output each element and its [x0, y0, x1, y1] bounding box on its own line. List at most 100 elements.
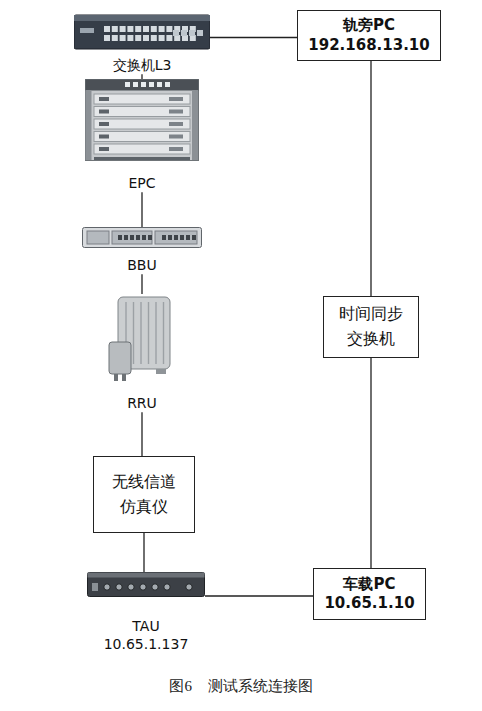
bbu-port: [130, 235, 134, 240]
device-picture: [87, 572, 205, 597]
tau-body: [88, 573, 205, 597]
switch-port: [112, 35, 118, 41]
slot-card: [94, 107, 190, 117]
connector-line: [141, 274, 142, 294]
switch-port: [135, 26, 141, 32]
node-label: 车载PC: [343, 575, 395, 595]
epc-device: EPC: [85, 79, 199, 192]
card-handle: [99, 97, 109, 101]
node-label: 交换机L3: [113, 56, 172, 74]
bbu-port: [192, 235, 196, 240]
switch-port: [143, 26, 149, 32]
switch-port: [112, 26, 118, 32]
switch-port: [159, 26, 165, 32]
rru-fin: [148, 302, 149, 364]
bbu-body: [83, 228, 202, 248]
tau-connector: [152, 584, 158, 590]
slot-card: [94, 119, 190, 129]
connector-line: [143, 533, 144, 572]
ip-address: 10.65.1.137: [104, 635, 189, 653]
rru-foot: [156, 369, 166, 374]
sync-switch-box: 时间同步 交换机: [323, 296, 419, 358]
rru-fin: [155, 302, 156, 364]
device-picture: [104, 294, 180, 382]
switch-body: [74, 15, 210, 49]
connector-line: [370, 358, 371, 568]
chassis-port: [141, 82, 146, 87]
switch-device: 交换机L3: [74, 14, 210, 74]
switch-port: [135, 35, 141, 41]
bbu-port: [186, 235, 190, 240]
slot-card: [94, 144, 190, 154]
bbu-port: [162, 235, 166, 240]
switch-port: [151, 35, 157, 41]
card-handle: [99, 110, 109, 114]
chassis-port: [157, 82, 162, 87]
pc-box: 车载PC10.65.1.10: [313, 568, 426, 620]
bbu-device: BBU: [82, 227, 202, 274]
switch-port: [120, 26, 126, 32]
bbu-port: [174, 235, 178, 240]
card-port: [169, 147, 183, 151]
node-label: 时间同步 交换机: [334, 302, 408, 352]
slot-card: [94, 132, 190, 142]
chassis-side: [86, 90, 92, 160]
bbu-module: [87, 231, 109, 244]
bbu-module: [112, 231, 152, 244]
rru-fin: [140, 302, 141, 364]
switch-port: [104, 35, 110, 41]
pc-box: 轨旁PC192.168.13.10: [297, 10, 441, 61]
switch-logo: [80, 28, 94, 33]
switch-port: [104, 26, 110, 32]
node-label: EPC: [128, 174, 155, 192]
connector-line: [141, 74, 142, 79]
sfp-port: [189, 30, 195, 36]
node-label: BBU: [127, 256, 156, 274]
bbu-port: [142, 235, 146, 240]
tau-top: [88, 573, 205, 578]
tau-device: TAU10.65.1.137: [87, 572, 205, 653]
chassis-side: [192, 90, 198, 160]
switch-top: [74, 15, 210, 21]
tau-connector: [116, 584, 122, 590]
rru-cable: [114, 374, 118, 381]
node-label: TAU: [132, 617, 159, 635]
rru-connector-box: [109, 342, 131, 374]
bbu-module: [155, 231, 197, 244]
card-port: [169, 135, 183, 139]
ip-address: 192.168.13.10: [308, 36, 429, 56]
chassis-port: [133, 82, 138, 87]
ip-address: 10.65.1.10: [324, 594, 414, 614]
switch-port: [120, 35, 126, 41]
sfp-port: [173, 30, 179, 36]
connector-line: [370, 61, 371, 296]
sfp-port: [181, 30, 187, 36]
switch-port: [166, 35, 172, 41]
chassis-top: [86, 80, 199, 91]
rru-fin: [163, 302, 164, 364]
node-label: 轨旁PC: [343, 16, 395, 36]
bbu-port: [136, 235, 140, 240]
connector-line: [141, 412, 142, 456]
connector-line: [141, 192, 142, 227]
figure-caption: 图6 测试系统连接图: [0, 677, 482, 696]
bbu-port: [168, 235, 172, 240]
tau-handle: [92, 583, 98, 591]
card-handle: [99, 135, 109, 139]
tau-connector: [104, 584, 110, 590]
chassis-body: [86, 80, 199, 161]
bbu-port: [180, 235, 184, 240]
rru-device: RRU: [104, 294, 180, 412]
card-port: [169, 97, 183, 101]
chassis-port: [149, 82, 154, 87]
device-picture: [74, 14, 210, 50]
connector-line: [210, 37, 297, 38]
sfp-port: [197, 30, 203, 36]
node-label: 无线信道 仿真仪: [107, 470, 181, 520]
switch-port: [127, 26, 133, 32]
channel-emulator-box: 无线信道 仿真仪: [93, 456, 195, 533]
tau-connector: [140, 584, 146, 590]
card-handle: [99, 122, 109, 126]
chassis-base: [94, 157, 190, 160]
bbu-port: [148, 235, 152, 240]
